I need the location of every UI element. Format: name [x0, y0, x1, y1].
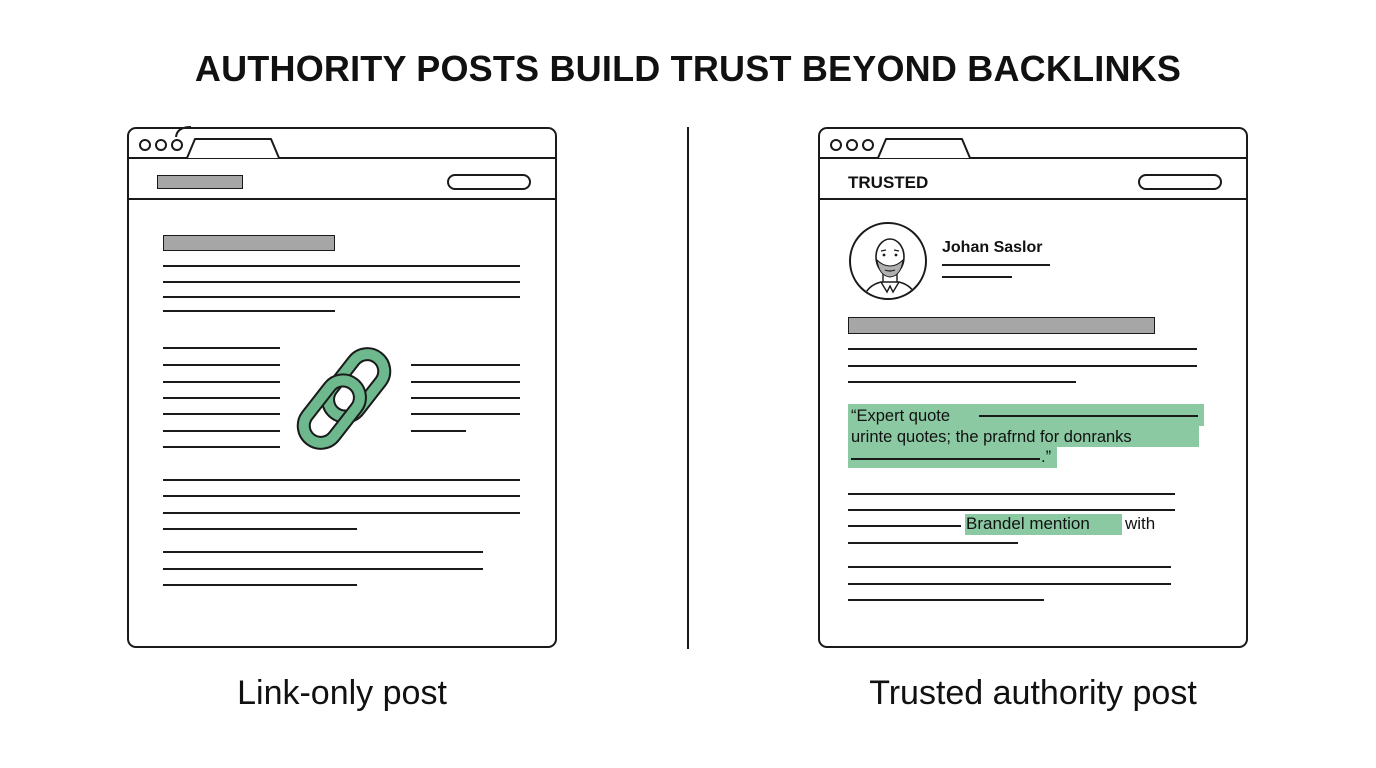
- browser-frame: [127, 127, 557, 648]
- text-line: [411, 381, 520, 383]
- text-line: [163, 347, 280, 349]
- text-line: [411, 413, 520, 415]
- brand-mention: Brandel mention: [966, 514, 1090, 533]
- quote-highlight: [848, 446, 1057, 468]
- text-line: [163, 310, 335, 312]
- text-line: [163, 265, 520, 267]
- text-line: [163, 413, 280, 415]
- text-line: [163, 551, 483, 553]
- window-dot-icon: [830, 139, 842, 151]
- article-heading-placeholder: [848, 317, 1155, 334]
- panel-divider: [687, 127, 689, 649]
- text-line: [848, 583, 1171, 585]
- link-only-overlay: [127, 126, 557, 450]
- text-line: [163, 364, 280, 366]
- text-line: [848, 509, 1175, 511]
- text-line: [163, 568, 483, 570]
- window-dot-icon: [846, 139, 858, 151]
- text-line: [163, 296, 520, 298]
- author-meta-line: [942, 276, 1012, 278]
- author-meta-line: [942, 264, 1050, 266]
- text-line: [851, 458, 1040, 460]
- text-line: [979, 415, 1198, 417]
- left-caption: Link-only post: [237, 674, 447, 712]
- quote-line-2: urinte quotes; the prafrnd for donranks: [851, 428, 1132, 446]
- text-line: [848, 566, 1171, 568]
- quote-line-3-end: .”: [1041, 448, 1052, 466]
- trusted-overlay: [818, 138, 1248, 200]
- text-line: [848, 381, 1076, 383]
- brand-mention-highlight: [965, 514, 1122, 535]
- trusted-authority-post-window: TRUSTED Johan Saslor: [818, 127, 1248, 648]
- text-line: [163, 495, 520, 497]
- window-dot-icon: [155, 139, 167, 151]
- text-line: [163, 528, 357, 530]
- window-dot-icon: [139, 139, 151, 151]
- text-line: [848, 365, 1197, 367]
- text-line: [411, 430, 466, 432]
- window-dot-icon: [171, 139, 183, 151]
- text-line: [848, 348, 1197, 350]
- text-line: [163, 397, 280, 399]
- link-only-post-window: [127, 126, 557, 648]
- text-line: [848, 525, 961, 527]
- text-line: [163, 381, 280, 383]
- quote-line-1: “Expert quote: [851, 407, 951, 425]
- text-line: [848, 493, 1175, 495]
- author-name: Johan Saslor: [942, 239, 1043, 256]
- text-line: [411, 397, 520, 399]
- browser-frame: TRUSTED Johan Saslor: [818, 127, 1248, 648]
- window-dot-icon: [862, 139, 874, 151]
- site-brand: TRUSTED: [848, 173, 929, 192]
- page-title: AUTHORITY POSTS BUILD TRUST BEYOND BACKL…: [194, 48, 1182, 89]
- text-line: [411, 364, 520, 366]
- text-line: [848, 599, 1044, 601]
- browser-tab: [127, 138, 280, 159]
- text-line: [163, 512, 520, 514]
- text-line: [163, 479, 520, 481]
- text-line: [163, 446, 280, 448]
- toolbar-divider: [127, 157, 557, 200]
- text-line: [163, 430, 280, 432]
- text-line: [163, 281, 520, 283]
- quote-highlight: [848, 425, 1199, 447]
- brand-mention-suffix: with: [1125, 514, 1156, 533]
- text-line: [163, 584, 357, 586]
- browser-tab: [818, 138, 971, 159]
- search-bar: [1138, 174, 1222, 190]
- site-logo-placeholder: [157, 175, 243, 189]
- article-heading-placeholder: [163, 235, 335, 251]
- right-caption: Trusted authority post: [869, 674, 1197, 712]
- search-bar: [447, 174, 531, 190]
- toolbar-divider: [818, 157, 1248, 200]
- chain-link-icon: [296, 347, 392, 450]
- text-line: [848, 542, 1018, 544]
